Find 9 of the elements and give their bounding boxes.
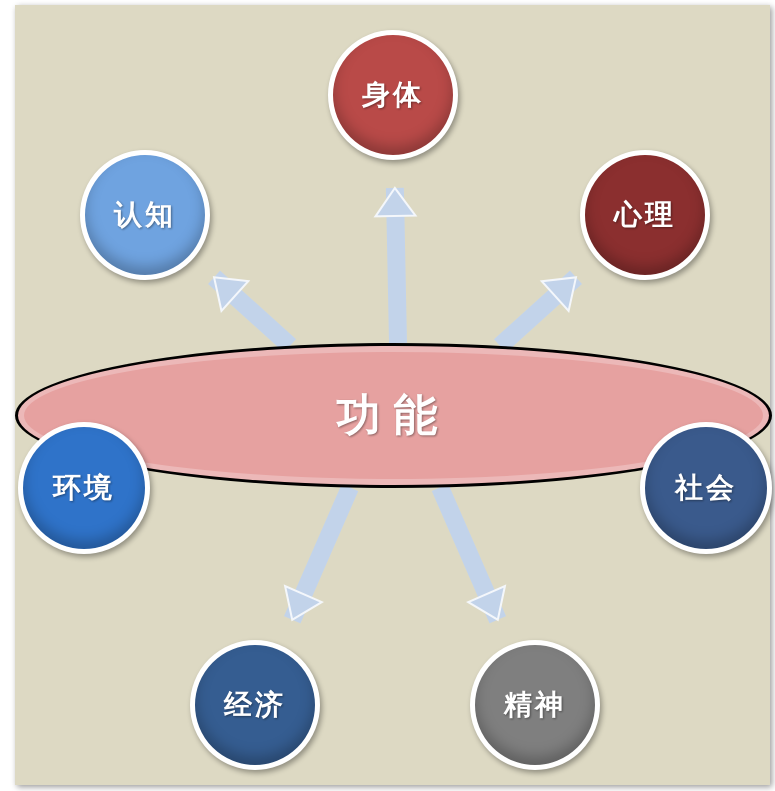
node-label: 经济 xyxy=(224,687,286,723)
node-label: 社会 xyxy=(675,470,737,506)
node-label: 功能 xyxy=(336,388,451,442)
node-label: 身体 xyxy=(362,77,424,113)
node-label: 精神 xyxy=(504,687,566,723)
block-arrow xyxy=(374,186,416,344)
node-label: 认知 xyxy=(114,197,176,233)
node-label: 环境 xyxy=(53,470,115,506)
node-label: 心理 xyxy=(614,197,676,233)
